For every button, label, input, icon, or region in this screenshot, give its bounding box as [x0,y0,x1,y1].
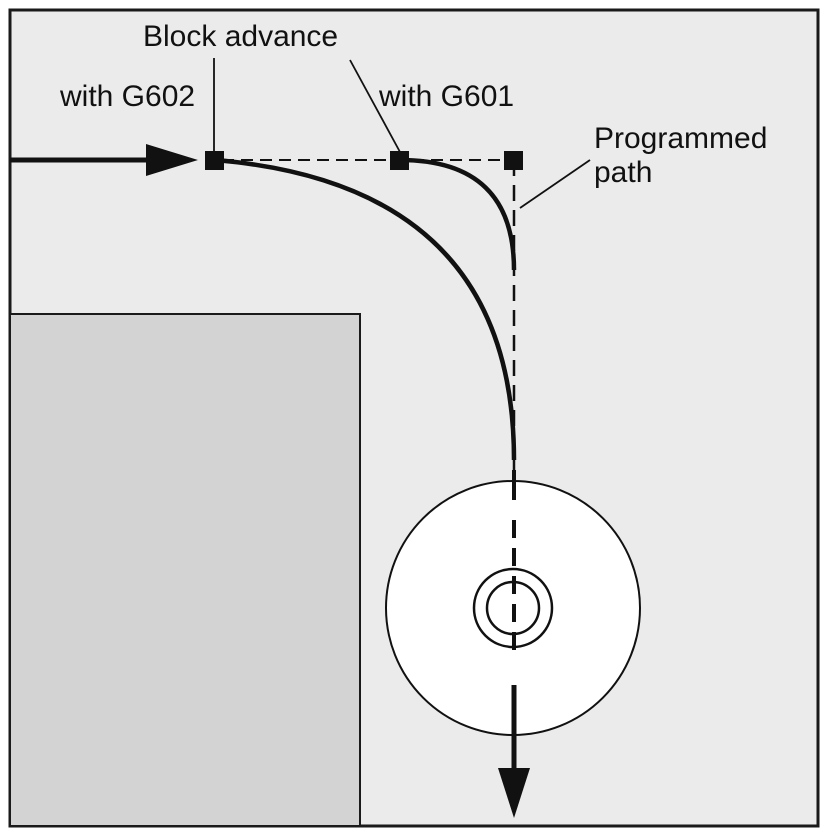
programmed-path-label-line1: Programmed [594,122,767,155]
programmed-corner-marker [504,151,523,170]
with-g602-label: with G602 [59,80,195,113]
outgoing-arrow-icon [498,768,530,818]
g601-corner-path [399,157,517,271]
g602-corner-path [214,157,517,461]
g602-block-marker [205,151,224,170]
programmed-path-leader-line [519,159,591,209]
incoming-arrow-icon [146,144,198,176]
block-advance-label: Block advance [143,20,338,53]
programmed-path-label-line2: path [594,156,652,189]
g601-block-marker [390,151,409,170]
g601-leader-line [349,59,401,153]
with-g601-label: with G601 [378,80,514,113]
workpiece-fill [11,315,359,825]
